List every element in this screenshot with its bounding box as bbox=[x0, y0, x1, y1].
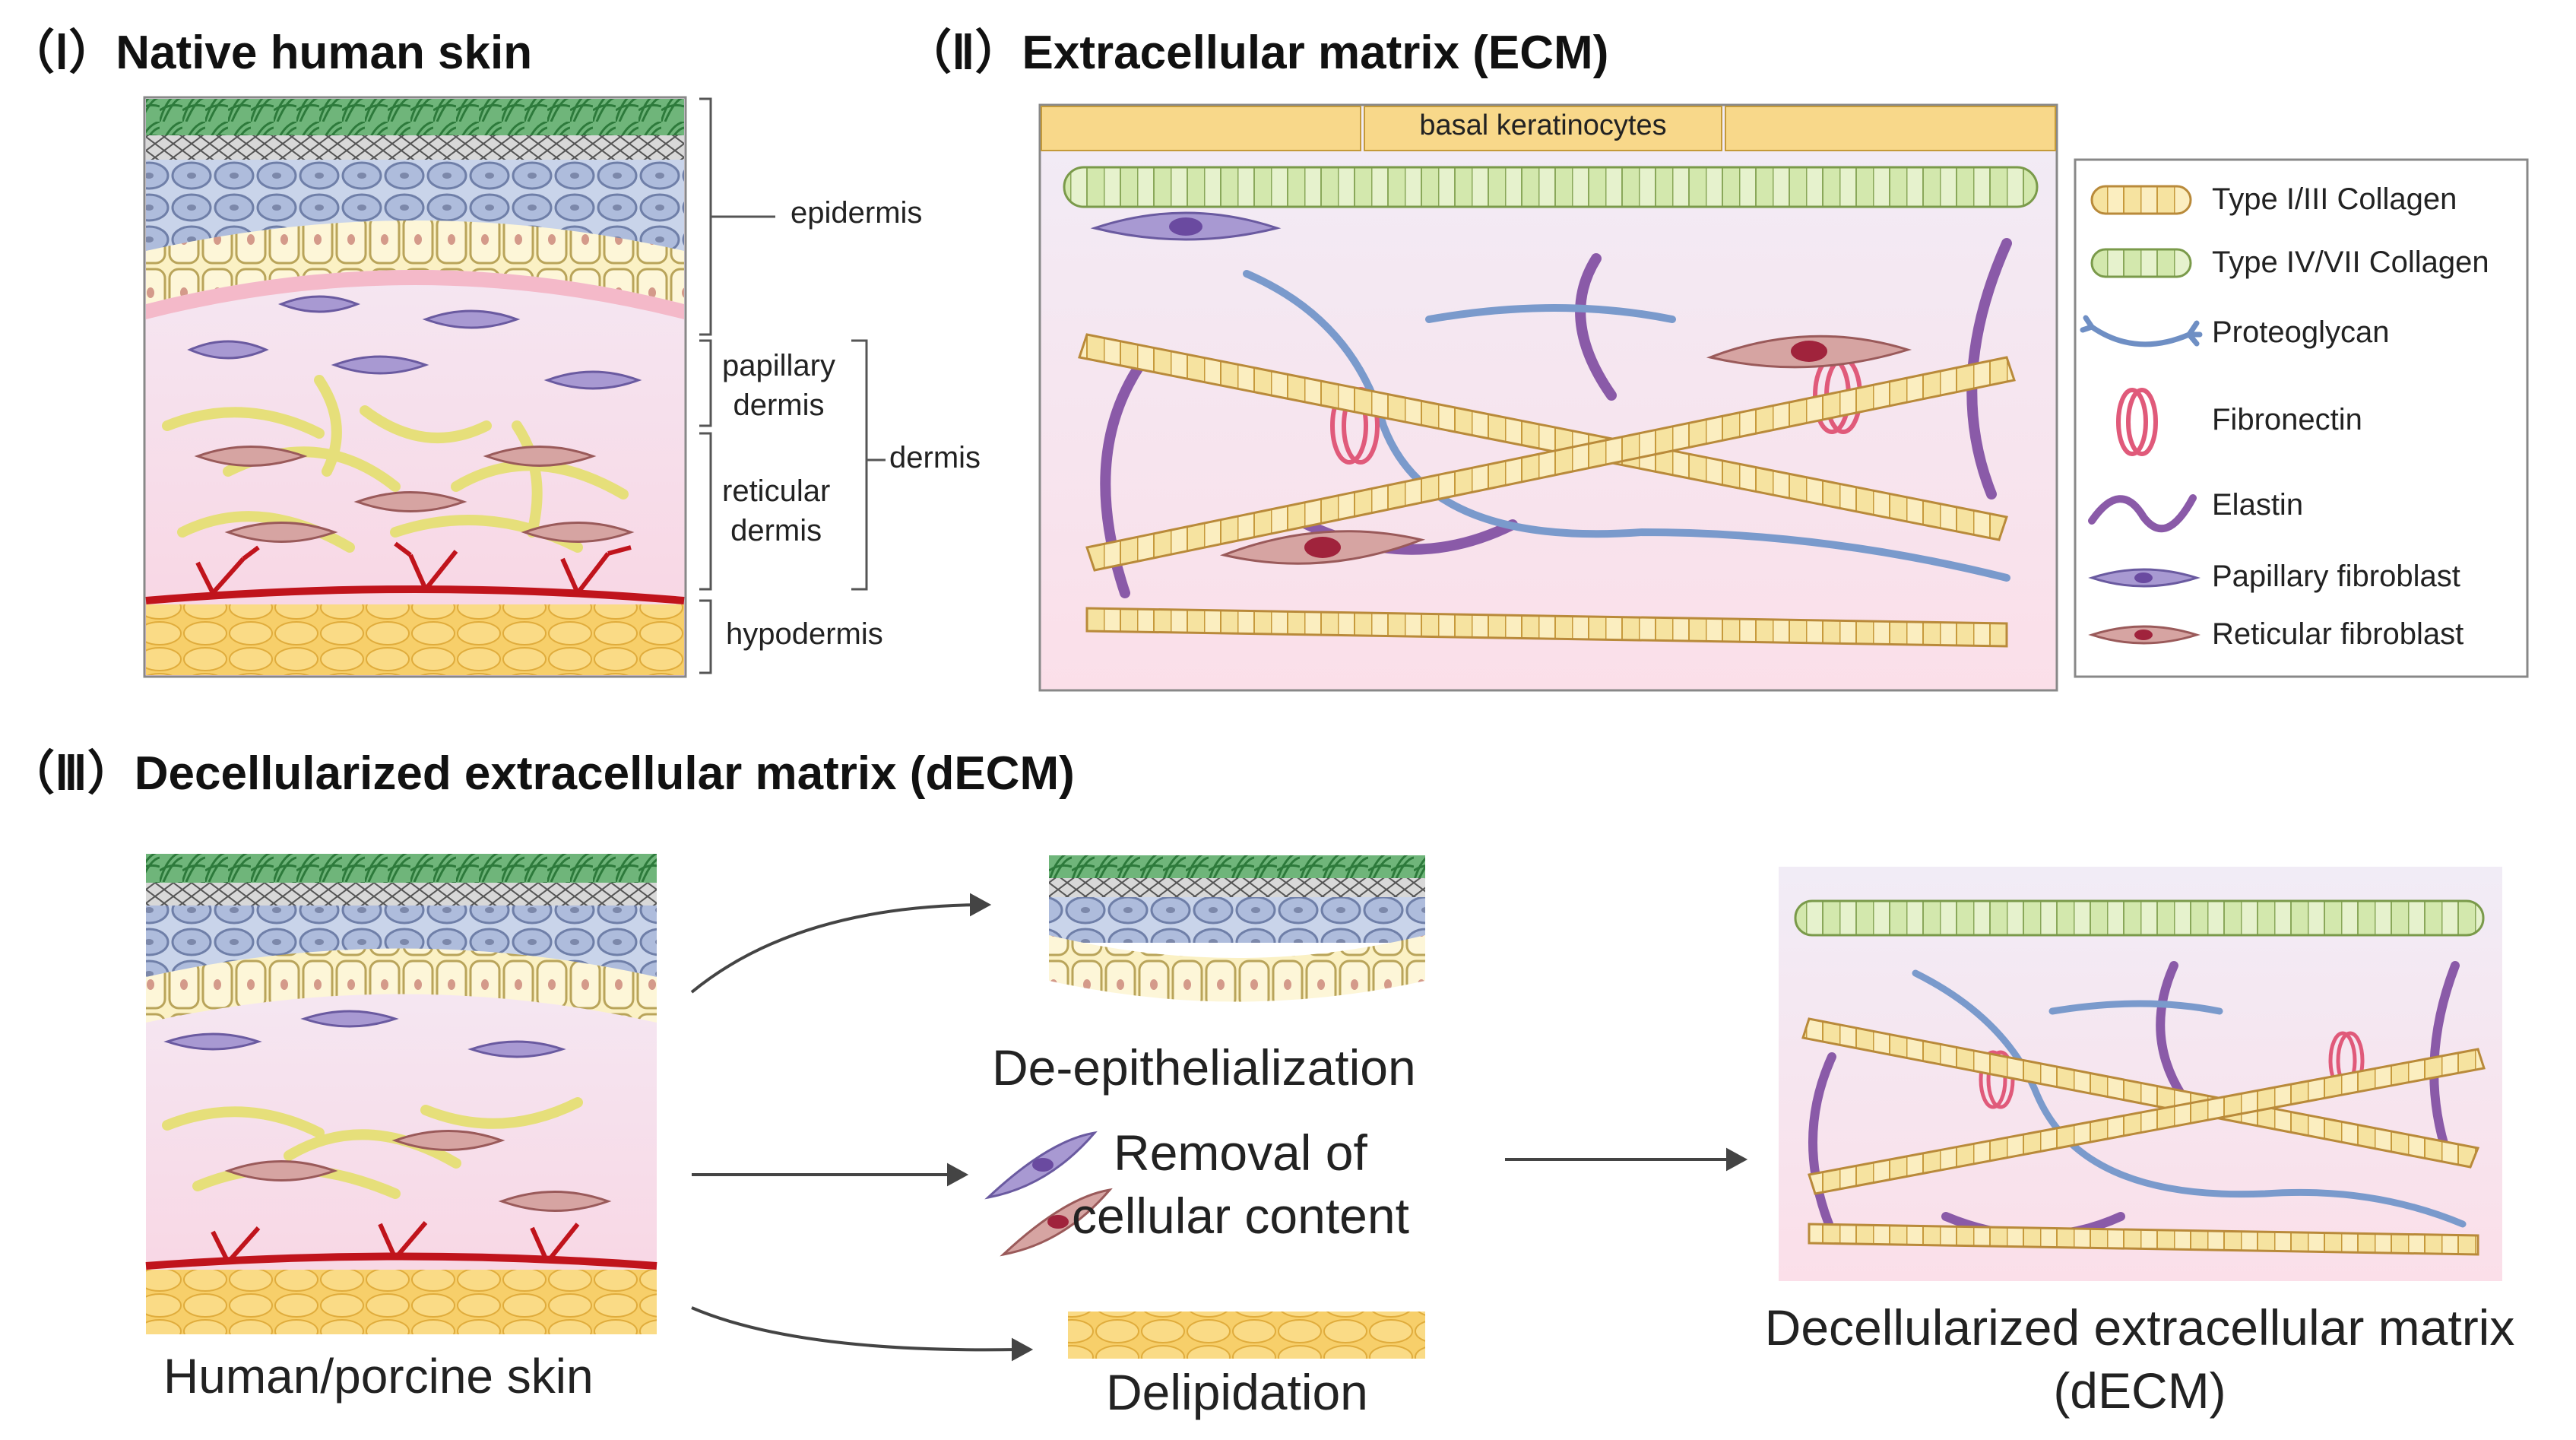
legend-label-collagen-1: Type I/III Collagen bbox=[2212, 182, 2457, 216]
layer-brackets bbox=[699, 97, 886, 674]
label-decm: Decellularized extracellular matrix (dEC… bbox=[1764, 1299, 2515, 1419]
label-hypodermis: hypodermis bbox=[726, 617, 883, 651]
reticular-fibroblast-icon bbox=[2088, 625, 2201, 645]
porcine-skin-illustration bbox=[145, 854, 657, 1334]
removed-cells bbox=[984, 1131, 1113, 1257]
elastin-icon bbox=[2088, 494, 2197, 533]
legend-label-fibronectin: Fibronectin bbox=[2212, 403, 2362, 436]
legend-label-elastin: Elastin bbox=[2212, 488, 2304, 522]
label-epidermis: epidermis bbox=[791, 196, 923, 230]
native-skin-illustration bbox=[143, 96, 687, 678]
label-dermis: dermis bbox=[889, 441, 981, 474]
label-source-skin: Human/porcine skin bbox=[163, 1349, 594, 1404]
legend-box bbox=[2074, 158, 2529, 678]
decm-illustration bbox=[1779, 867, 2502, 1281]
section-1-title: （Ⅰ）Native human skin bbox=[8, 27, 533, 79]
process-arrows bbox=[690, 893, 1748, 1362]
label-removal-cellular-content: Removal of cellular content bbox=[1072, 1124, 1409, 1244]
section-2-title: （Ⅱ）Extracellular matrix (ECM) bbox=[905, 27, 1609, 79]
label-delipidation: Delipidation bbox=[1106, 1364, 1368, 1420]
epidermis-piece bbox=[1049, 855, 1425, 1002]
collagen-type4-icon bbox=[2090, 248, 2192, 278]
fibronectin-icon bbox=[2116, 388, 2158, 456]
proteoglycan-icon bbox=[2080, 315, 2203, 347]
collagen-type1-icon bbox=[2090, 185, 2192, 215]
label-papillary-dermis: papillary dermis bbox=[722, 349, 835, 422]
section-3-title: （Ⅲ）Decellularized extracellular matrix (… bbox=[8, 747, 1075, 800]
legend-label-papillary-fibroblast: Papillary fibroblast bbox=[2212, 560, 2460, 593]
papillary-fibroblast-icon bbox=[2088, 568, 2201, 588]
ecm-illustration bbox=[1038, 103, 2058, 692]
legend-label-collagen-4: Type IV/VII Collagen bbox=[2212, 246, 2489, 279]
label-reticular-dermis: reticular dermis bbox=[722, 474, 831, 547]
legend-label-reticular-fibroblast: Reticular fibroblast bbox=[2212, 617, 2464, 651]
legend-label-proteoglycan: Proteoglycan bbox=[2212, 316, 2390, 349]
label-basal-keratinocytes: basal keratinocytes bbox=[1419, 109, 1667, 141]
fat-piece bbox=[1068, 1312, 1425, 1359]
label-de-epithelialization: De-epithelialization bbox=[992, 1039, 1416, 1096]
